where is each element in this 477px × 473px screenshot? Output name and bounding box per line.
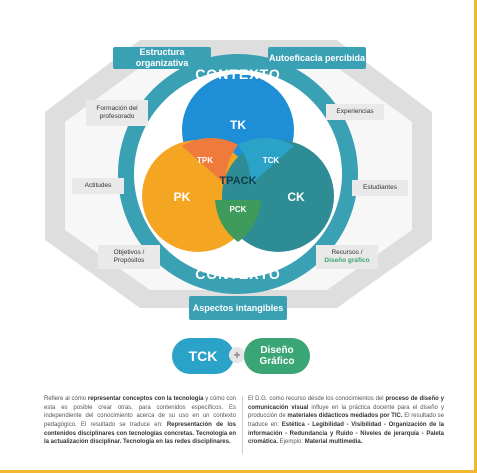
experiencias-text: Experiencias <box>336 107 374 115</box>
contexto-top: CONTEXTO <box>195 66 281 82</box>
caption-left: Refiere al cómo representar conceptos co… <box>44 395 236 447</box>
tab-aspectos-intangibles: Aspectos intangibles <box>189 296 287 320</box>
caption-right-b3: Estética - Legibilidad - Visibilidad - O… <box>248 422 444 446</box>
tab-estructura-organizativa: Estructura organizativa <box>113 47 211 69</box>
caption-right-p3: El resultado se traduce en: <box>248 413 444 429</box>
pill-diseno-line1: Diseño <box>260 345 294 356</box>
tab-estructura-label: Estructura organizativa <box>135 47 189 68</box>
diseno-grafico-text: Diseño gráfico <box>324 257 370 264</box>
pill-diseno-line2: Gráfico <box>259 356 295 367</box>
venn-pck: PCK <box>229 205 247 214</box>
formacion-text: Formación del profesorado <box>96 104 138 120</box>
venn-tk: TK <box>230 118 246 132</box>
overlap-tck <box>238 137 294 185</box>
caption-divider <box>242 396 243 454</box>
pill-tck: TCK <box>172 338 234 374</box>
caption-right-p4: Ejemplo: <box>278 439 305 446</box>
contexto-bottom: CONTEXTO <box>195 266 281 282</box>
pill-diseno-grafico: Diseño Gráfico <box>244 338 310 374</box>
objetivos-text: Objetivos / Propósitos <box>113 248 145 264</box>
venn-ck: CK <box>287 190 305 204</box>
venn-tck: TCK <box>262 156 280 165</box>
caption-left-b1: representar conceptos con la tecnología <box>87 396 204 402</box>
venn-pk: PK <box>173 190 191 204</box>
label-experiencias: Experiencias <box>326 104 384 120</box>
label-actitudes: Actitudes <box>72 178 124 194</box>
caption-right: El D.G. como recurso desde los conocimie… <box>248 395 444 447</box>
label-estudiantes: Estudiantes <box>352 180 408 196</box>
overlap-tpk <box>182 137 238 185</box>
label-formacion-profesorado: Formación del profesorado <box>86 100 148 126</box>
caption-left-p1: Refiere al cómo <box>44 396 88 402</box>
caption-right-p1: El D.G. como recurso desde los conocimie… <box>248 396 386 402</box>
tab-aspectos-label: Aspectos intangibles <box>192 302 284 313</box>
caption-left-b2: Representación de los contenidos discipl… <box>44 422 236 446</box>
label-objetivos: Objetivos / Propósitos <box>98 245 160 269</box>
tab-autoeficacia-percibida: Autoeficacia percibida <box>268 47 366 69</box>
pill-tck-label: TCK <box>188 348 218 364</box>
caption-right-p2: influye en la práctica docente para el d… <box>248 404 444 420</box>
label-recursos-diseno: Recursos / Diseño gráfico <box>316 245 378 269</box>
caption-right-b2: materiales didácticos mediados por TIC. <box>287 413 403 420</box>
tab-autoeficacia-label: Autoeficacia percibida <box>268 52 366 63</box>
actitudes-text: Actitudes <box>84 181 112 189</box>
venn-tpack: TPACK <box>219 175 257 187</box>
caption-left-p2: y cómo con esta es posible crear otras, … <box>44 396 236 429</box>
estudiantes-text: Estudiantes <box>363 183 397 191</box>
plus-icon: + <box>229 347 245 363</box>
caption-right-b4: Material multimedia. <box>304 439 363 446</box>
venn-tpk: TPK <box>197 156 213 165</box>
overlap-pck <box>215 200 261 242</box>
caption-right-b1: proceso de diseño y comunicación visual <box>248 396 444 411</box>
recursos-text: Recursos / <box>331 248 363 256</box>
plus-label: + <box>233 348 241 362</box>
